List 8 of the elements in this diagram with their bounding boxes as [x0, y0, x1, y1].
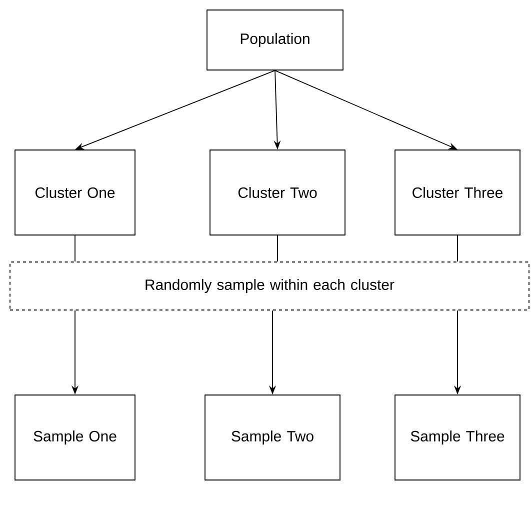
- sample-box: Sample One: [14, 394, 136, 480]
- sample-box: Sample Three: [394, 394, 520, 480]
- population-box: Population: [206, 10, 344, 70]
- sampling-band: Randomly sample within each cluster: [10, 262, 530, 310]
- cluster-box: Cluster Three: [394, 150, 520, 236]
- cluster-box: Cluster Two: [210, 150, 346, 236]
- cluster-box: Cluster One: [14, 150, 136, 236]
- sample-box: Sample Two: [204, 394, 340, 480]
